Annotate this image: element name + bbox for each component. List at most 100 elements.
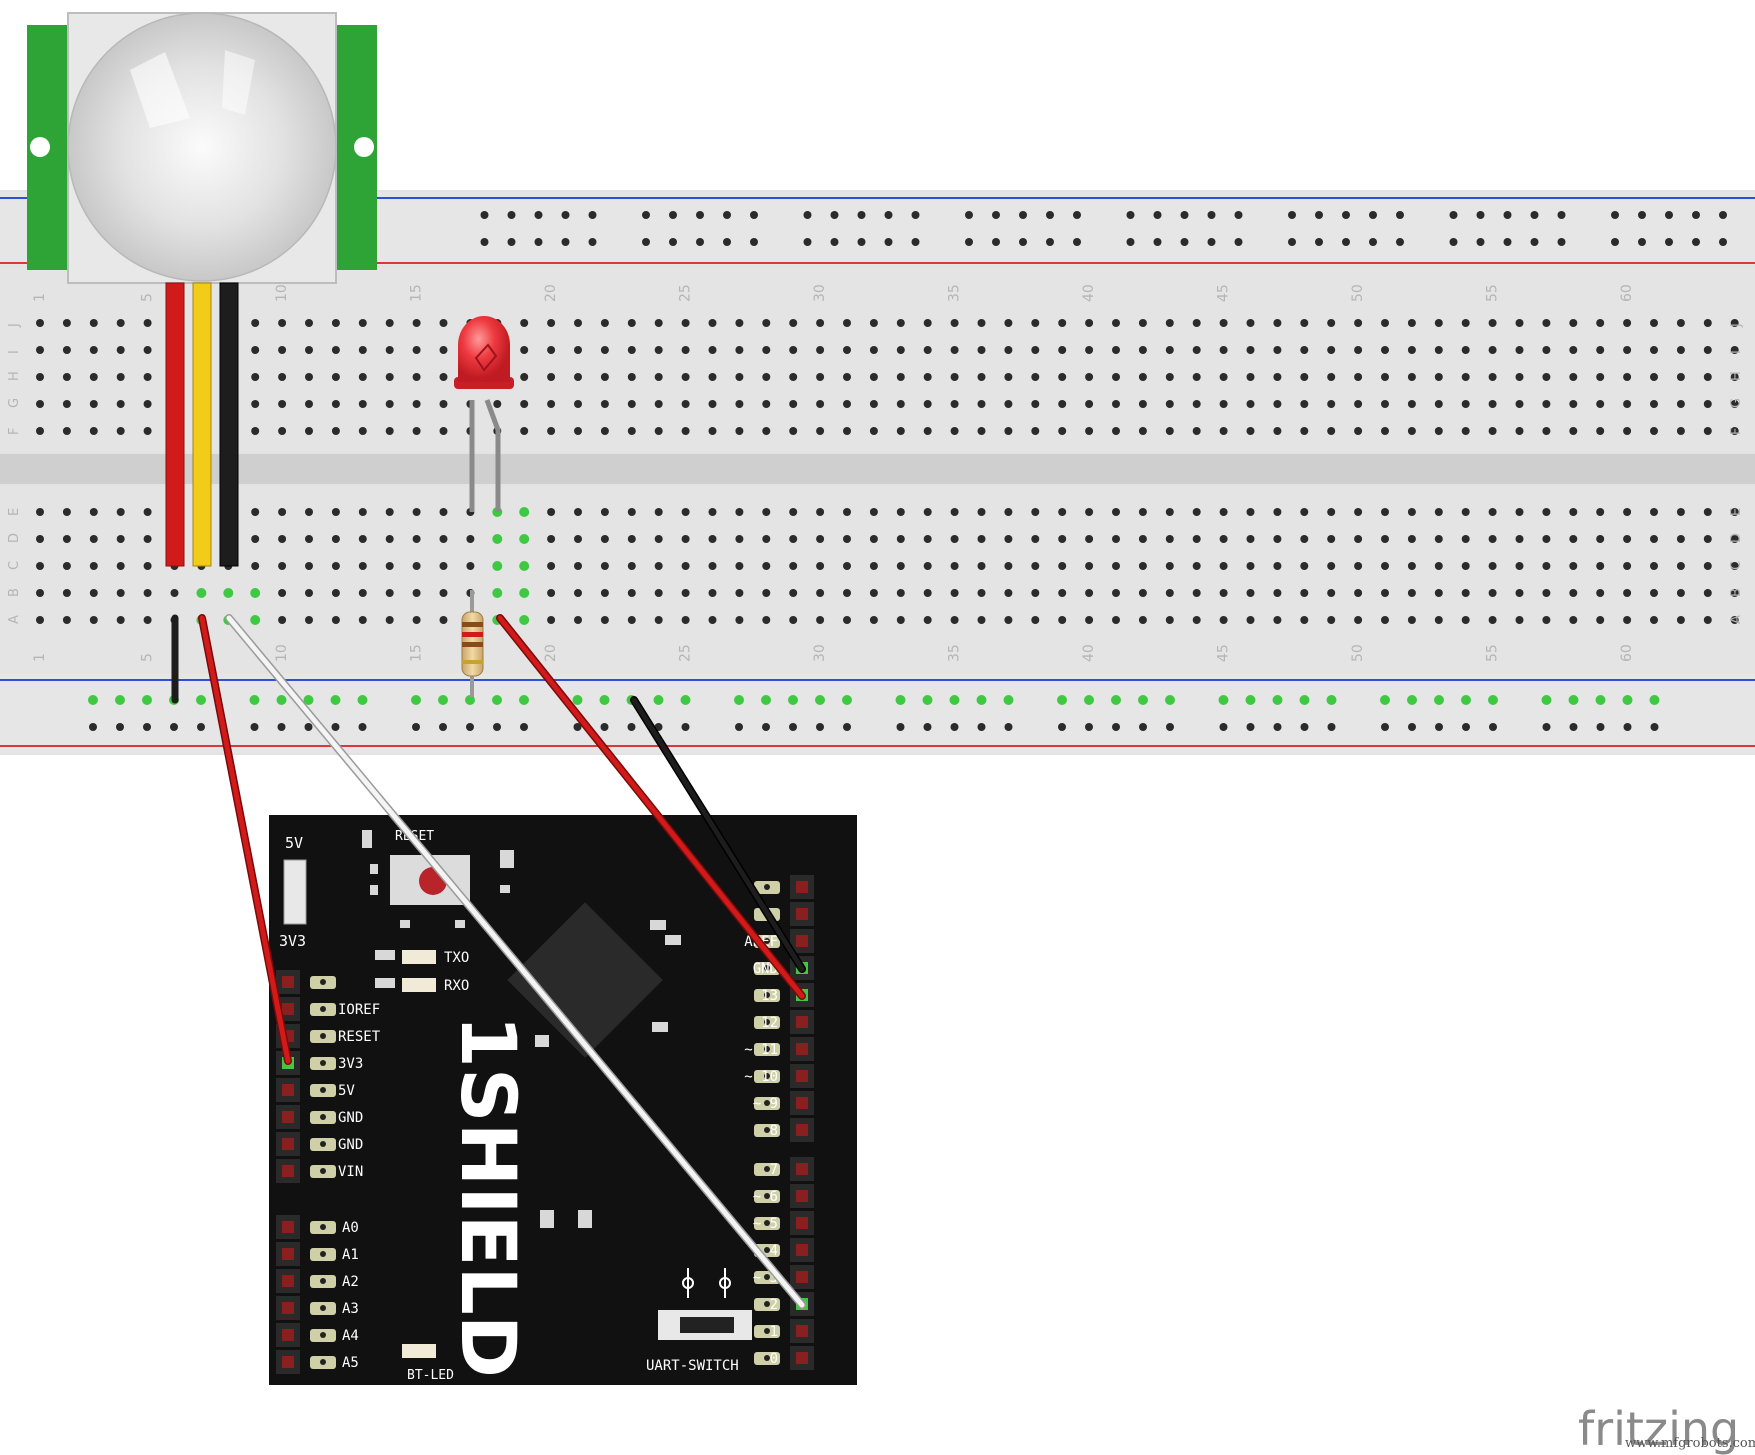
breadboard-hole: [869, 535, 878, 543]
breadboard-hole: [89, 616, 98, 624]
breadboard-hole: [1596, 535, 1605, 543]
rail-hole: [1315, 238, 1323, 246]
rail-hole: [1245, 695, 1256, 705]
breadboard-hole: [1515, 616, 1524, 624]
breadboard-hole: [1354, 508, 1363, 516]
column-label: 55: [1485, 284, 1501, 302]
breadboard-hole: [492, 561, 503, 571]
breadboard-hole: [116, 346, 125, 354]
rail-hole: [1219, 723, 1228, 731]
breadboard-hole: [1542, 562, 1551, 570]
breadboard-hole: [1461, 373, 1470, 381]
column-label: 50: [1350, 644, 1366, 662]
rail-hole: [1111, 695, 1121, 705]
breadboard-hole: [305, 562, 313, 570]
breadboard-hole: [708, 535, 717, 543]
breadboard-hole: [1004, 508, 1013, 516]
breadboard-hole: [869, 319, 878, 327]
column-label: 25: [678, 644, 694, 662]
breadboard-hole: [62, 400, 71, 408]
breadboard-hole: [1058, 319, 1067, 327]
pir-mount-hole-left: [30, 137, 50, 157]
breadboard-hole: [1542, 535, 1551, 543]
header-pad-hole: [764, 965, 770, 971]
header-pin-socket: [796, 1070, 808, 1082]
rail-hole: [357, 695, 368, 705]
breadboard-hole: [1381, 319, 1389, 327]
rail-hole: [1218, 695, 1229, 705]
breadboard-hole: [1569, 400, 1578, 408]
breadboard-hole: [789, 589, 798, 597]
breadboard-hole: [1112, 535, 1120, 543]
breadboard-hole: [305, 319, 313, 327]
rail-hole: [1488, 695, 1498, 705]
rail-hole: [1665, 238, 1673, 246]
breadboard-hole: [574, 400, 582, 408]
breadboard-hole: [1085, 346, 1094, 354]
rail-hole: [642, 211, 650, 219]
breadboard-hole: [708, 508, 717, 516]
resistor-band-4: [462, 660, 483, 664]
breadboard-hole: [385, 616, 394, 624]
breadboard-hole: [1246, 535, 1255, 543]
breadboard-hole: [1300, 589, 1309, 597]
rail-hole: [1272, 695, 1283, 705]
breadboard-hole: [1246, 508, 1255, 516]
breadboard-hole: [843, 508, 851, 516]
breadboard-hole: [574, 535, 582, 543]
column-label: 50: [1350, 284, 1366, 302]
breadboard-hole: [654, 427, 663, 435]
breadboard-hole: [896, 535, 905, 543]
breadboard-hole: [89, 535, 98, 543]
breadboard-hole: [816, 400, 825, 408]
long-wires: [198, 614, 806, 1309]
breadboard-hole: [1354, 535, 1363, 543]
breadboard-hole: [896, 373, 905, 381]
rail-hole: [830, 211, 839, 219]
pir-wire-red: [165, 282, 185, 567]
rail-hole: [330, 695, 341, 705]
breadboard-hole: [439, 346, 448, 354]
rail-hole: [1623, 723, 1632, 731]
breadboard-hole: [1488, 508, 1497, 516]
breadboard-hole: [1327, 319, 1336, 327]
rail-hole: [493, 723, 501, 731]
rail-hole: [1300, 723, 1309, 731]
column-label: 1: [32, 653, 48, 662]
breadboard-hole: [1327, 562, 1336, 570]
breadboard-hole: [1004, 319, 1013, 327]
breadboard-hole: [1434, 535, 1443, 543]
row-label: I: [1729, 350, 1744, 354]
breadboard-hole: [1246, 319, 1255, 327]
breadboard-hole: [1596, 508, 1605, 516]
breadboard-hole: [331, 427, 340, 435]
rail-hole: [681, 723, 690, 731]
breadboard-hole: [1542, 319, 1551, 327]
breadboard-hole: [62, 589, 71, 597]
breadboard-hole: [1596, 373, 1605, 381]
breadboard-hole: [1596, 319, 1605, 327]
breadboard-hole: [520, 319, 529, 327]
rail-hole: [1073, 238, 1081, 246]
breadboard-hole: [1031, 562, 1040, 570]
row-label: I: [7, 350, 22, 354]
breadboard-hole: [116, 616, 125, 624]
breadboard-hole: [1650, 589, 1658, 597]
breadboard-hole: [116, 508, 125, 516]
rail-hole: [1557, 238, 1566, 246]
breadboard-hole: [547, 319, 556, 327]
rail-hole: [911, 211, 920, 219]
breadboard-hole: [1112, 346, 1120, 354]
breadboard-hole: [331, 589, 340, 597]
breadboard-hole: [1515, 589, 1524, 597]
rail-hole: [115, 695, 125, 705]
breadboard-hole: [681, 319, 690, 327]
breadboard-hole: [1381, 373, 1389, 381]
breadboard-hole: [62, 508, 71, 516]
breadboard-hole: [1407, 562, 1416, 570]
rail-hole: [816, 723, 824, 731]
rail-hole: [277, 723, 286, 731]
breadboard-hole: [1407, 346, 1416, 354]
breadboard-hole: [1488, 346, 1497, 354]
breadboard-hole: [977, 427, 986, 435]
